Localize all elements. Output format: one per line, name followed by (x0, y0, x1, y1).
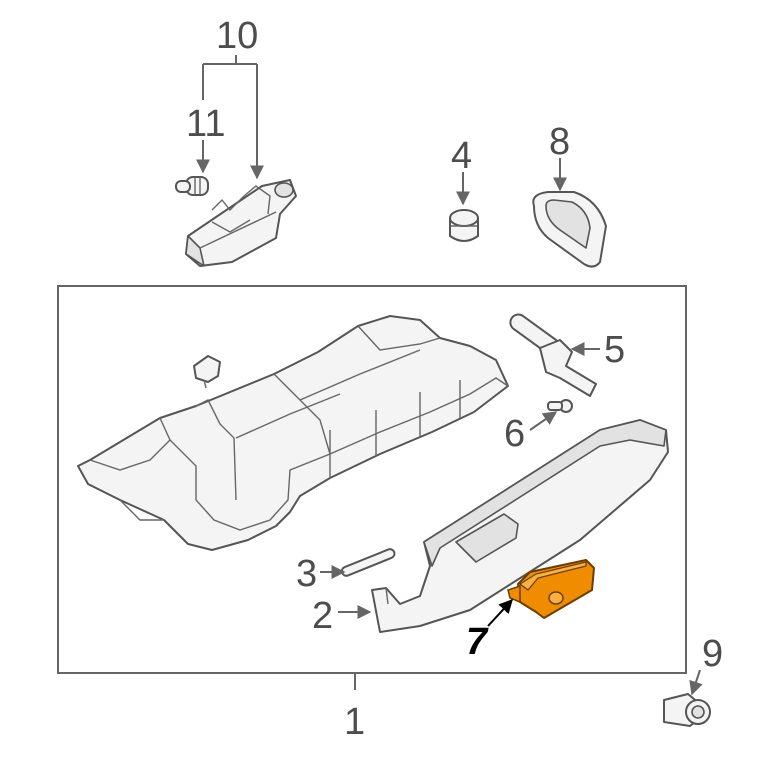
latch-part-7 (507, 559, 595, 619)
callout-6-label: 6 (504, 413, 525, 455)
assembly-frame (57, 285, 687, 674)
grommet-part-9 (663, 693, 711, 727)
callout-6-leader (529, 411, 558, 431)
callout-10-leader (202, 55, 264, 180)
callout-7-label: 7 (466, 621, 489, 663)
damper-part-5 (509, 313, 597, 397)
callout-3-label: 3 (296, 553, 317, 595)
glove-box-door-part-2 (371, 419, 669, 633)
glove-box-body (77, 315, 509, 551)
callout-9-leader (689, 669, 703, 696)
cap-part-4 (449, 209, 479, 242)
pin-part-6 (547, 399, 573, 413)
callout-11-label: 11 (186, 103, 225, 145)
callout-2-label: 2 (312, 595, 333, 637)
callout-8-label: 8 (549, 121, 570, 163)
callout-1-label: 1 (344, 701, 365, 743)
callout-5-label: 5 (604, 329, 625, 371)
handle-bezel-part-8 (532, 191, 607, 268)
rod-part-3 (340, 548, 396, 577)
callout-4-label: 4 (451, 135, 472, 177)
lamp-housing-part-10 (185, 179, 297, 267)
callout-10-label: 10 (216, 15, 258, 57)
callout-7-leader (487, 598, 513, 627)
clip-part (193, 355, 221, 389)
callout-9-label: 9 (702, 633, 723, 675)
bulb-part-11 (175, 176, 209, 196)
